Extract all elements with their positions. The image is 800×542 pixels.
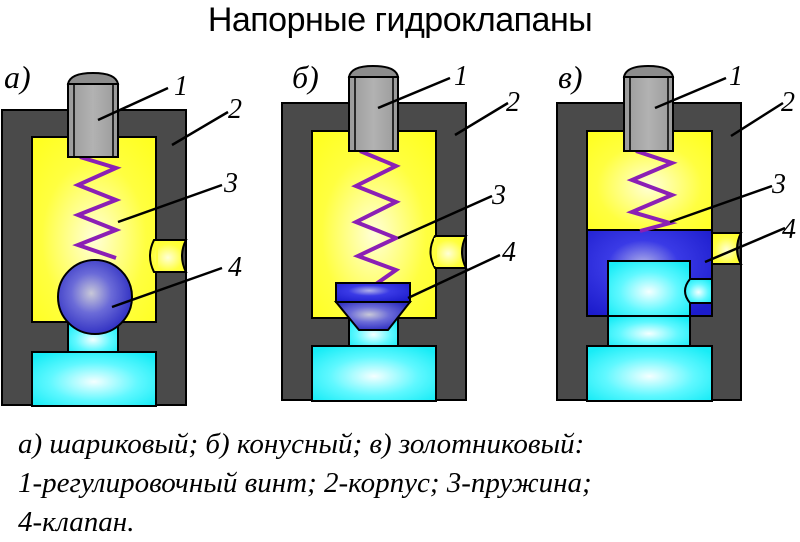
adjusting-screw [622,64,675,152]
diagram-cone-valve: б) 1 2 3 4 [281,59,520,402]
caption-line-valve: 4-клапан. [18,506,135,538]
callout-4: 4 [228,252,242,283]
inlet-channel [607,315,691,349]
callout-2: 2 [781,87,795,118]
outlet-port [429,235,468,269]
caption-line-parts: 1-регулировочный винт; 2-корпус; 3-пружи… [18,467,592,499]
inlet-block [311,345,437,402]
spool-side-port [684,278,713,304]
caption: а) шариковый; б) конусный; в) золотников… [18,425,798,542]
adjusting-screw [347,64,400,152]
callout-1: 1 [729,61,743,92]
panel-label-b: б) [292,59,319,95]
inlet-block [586,345,713,402]
outlet-port [149,239,188,273]
callout-1: 1 [454,61,468,92]
caption-line-types: а) шариковый; б) конусный; в) золотников… [18,428,585,460]
callout-3: 3 [771,169,786,200]
diagram-ball-valve: а) 1 2 3 4 [1,59,242,407]
ball-valve [57,259,133,335]
leader-lines [654,76,786,264]
adjusting-screw [66,71,120,158]
callout-4: 4 [782,214,796,245]
panel-label-a: а) [4,59,31,95]
cone-valve [333,282,413,331]
callout-2: 2 [228,94,242,125]
panel-label-c: в) [558,59,583,95]
callout-1: 1 [174,71,188,102]
diagram-spool-valve: в) 1 2 3 4 [556,59,796,402]
leader-lines [97,86,229,309]
spring [626,149,678,233]
callout-4: 4 [502,237,516,268]
callout-3: 3 [223,168,238,199]
valve-diagrams: а) 1 2 3 4 б) [1,59,796,407]
spool-inner-chamber [607,260,691,318]
callout-2: 2 [506,87,520,118]
page-title: Напорные гидроклапаны [207,1,593,39]
inlet-block [31,351,157,407]
leader-lines [377,76,509,300]
callout-3: 3 [491,180,506,211]
spring [72,155,122,260]
spring [351,149,401,286]
